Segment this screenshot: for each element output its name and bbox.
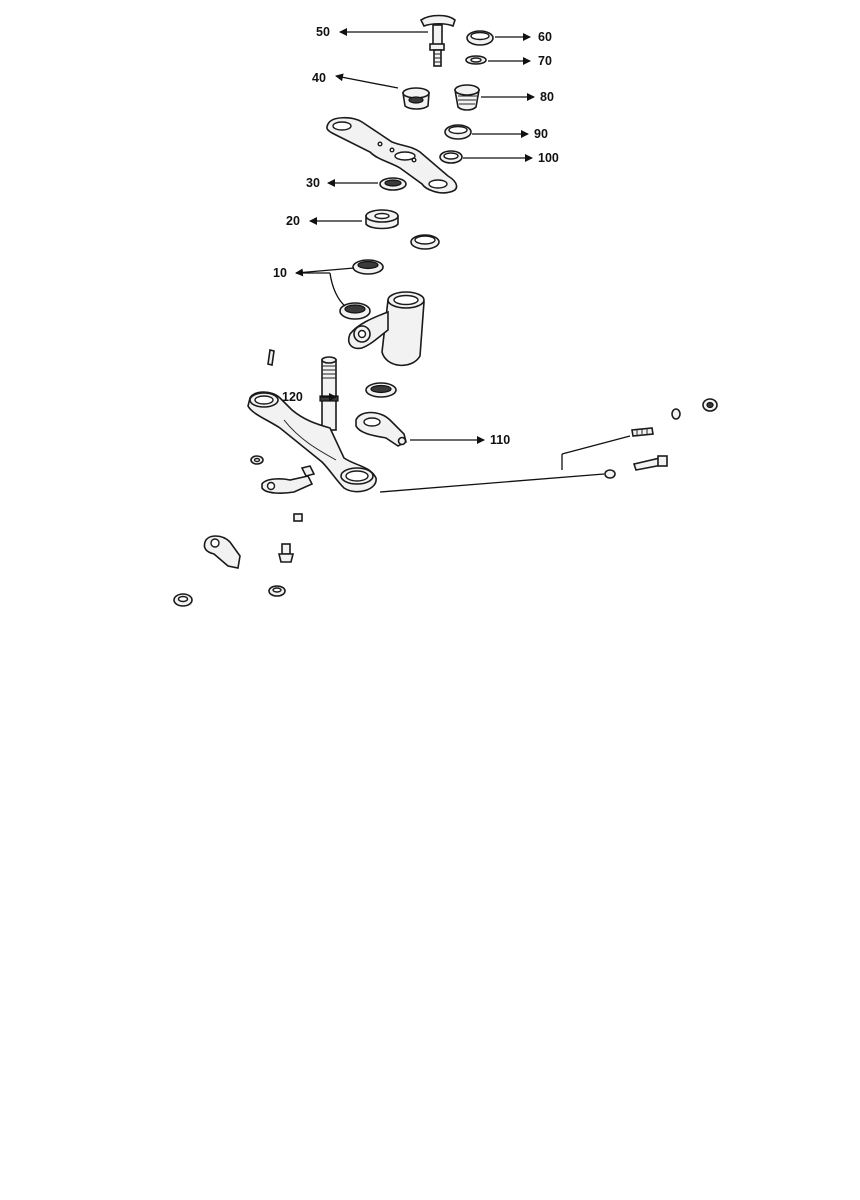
part-50-t-handle-bolt xyxy=(419,14,456,67)
part-30-bearing xyxy=(379,177,407,191)
clamp-bolt-upper xyxy=(631,427,654,437)
callout-40: 40 xyxy=(312,71,326,85)
part-90-ring xyxy=(444,124,472,140)
leader-10-branch-b xyxy=(329,272,346,307)
callout-labels: 50 60 70 40 80 90 100 30 20 10 120 110 xyxy=(273,25,559,447)
lever-plate-upper xyxy=(261,465,316,494)
callout-120: 120 xyxy=(282,390,303,404)
nut-bottom-left xyxy=(173,593,193,607)
upper-triple-clamp xyxy=(326,116,458,194)
clamp-bolt-lower xyxy=(632,455,668,471)
callout-50: 50 xyxy=(316,25,330,39)
lower-triple-clamp xyxy=(247,391,377,493)
steering-head-tube xyxy=(347,291,425,367)
clamp-nut-lower xyxy=(604,469,616,479)
part-10-bearing-lower xyxy=(339,302,371,320)
callout-100: 100 xyxy=(538,151,559,165)
nut-bottom-center xyxy=(268,585,286,597)
clamp-nut-upper xyxy=(702,398,718,412)
callout-20: 20 xyxy=(286,214,300,228)
part-80-threaded-nut xyxy=(454,84,480,111)
leader-lines xyxy=(295,28,631,493)
callout-60: 60 xyxy=(538,30,552,44)
callout-10: 10 xyxy=(273,266,287,280)
part-120-steering-stem xyxy=(319,356,339,431)
lever-plate-lower xyxy=(203,535,241,569)
small-pin xyxy=(267,349,275,366)
part-100-ring xyxy=(439,150,463,164)
part-60-cap xyxy=(466,30,494,46)
clamp-leader-lower xyxy=(379,473,605,493)
part-40-bushing xyxy=(402,87,430,110)
part-10-bearing-upper xyxy=(352,259,384,275)
part-110-lock-arm xyxy=(355,411,407,447)
callout-70: 70 xyxy=(538,54,552,68)
clamp-leader-upper xyxy=(561,435,631,455)
callout-80: 80 xyxy=(540,90,554,104)
part-70-washer xyxy=(465,55,487,65)
leader-10 xyxy=(295,267,355,277)
bearing-cup xyxy=(410,234,440,250)
lower-bearing-race xyxy=(365,382,397,398)
small-bolt xyxy=(293,513,303,522)
callout-30: 30 xyxy=(306,176,320,190)
clamp-washer xyxy=(671,408,681,420)
callout-110: 110 xyxy=(490,433,510,447)
leader-40 xyxy=(335,73,399,89)
hex-bolt xyxy=(277,543,295,563)
small-nut-left xyxy=(250,455,264,465)
part-20-thick-washer xyxy=(365,209,399,230)
callout-90: 90 xyxy=(534,127,548,141)
